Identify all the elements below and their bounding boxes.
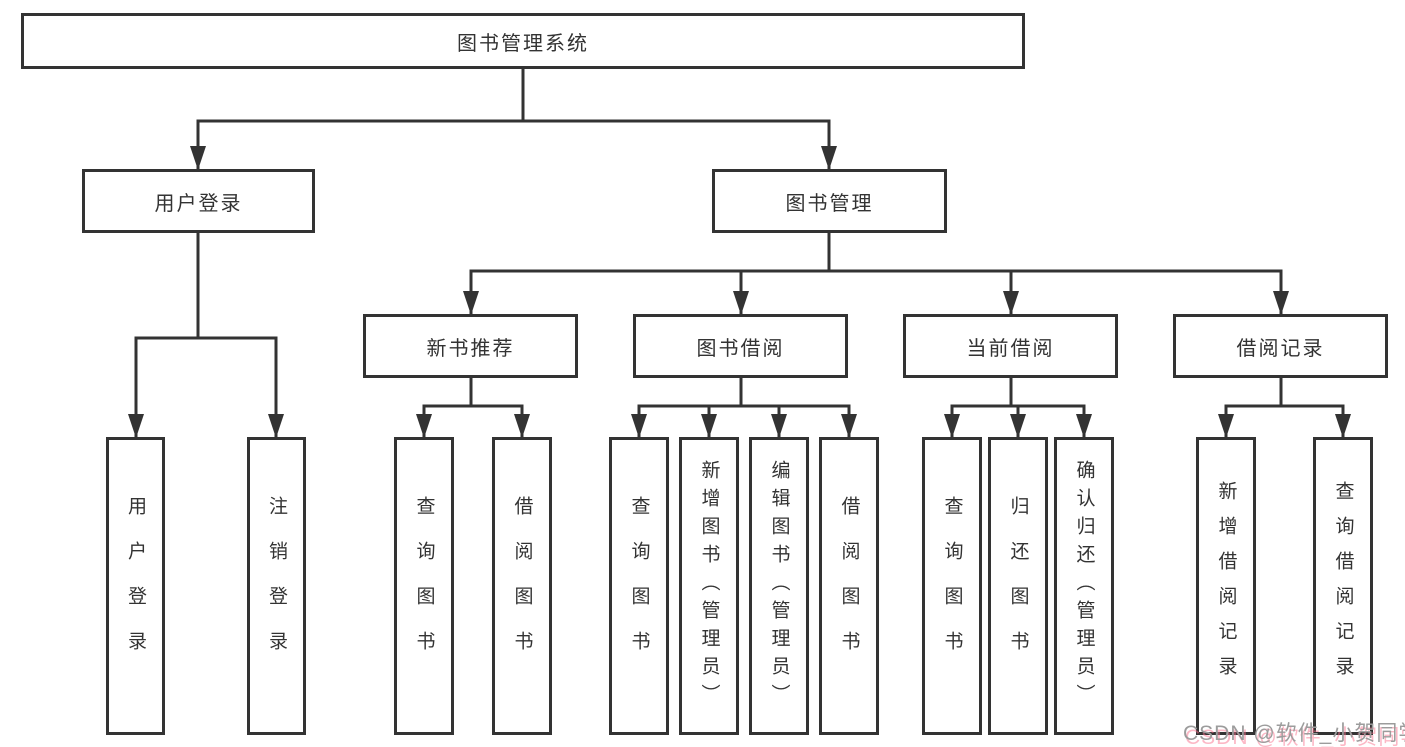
leaf-edit-book-admin: 编辑图书（管理员） bbox=[749, 437, 809, 735]
node-borrow-records: 借阅记录 bbox=[1173, 314, 1388, 378]
leaf-query-books-recommend: 查询图书 bbox=[394, 437, 454, 735]
leaf-add-book-admin: 新增图书（管理员） bbox=[679, 437, 739, 735]
node-user-login: 用户登录 bbox=[82, 169, 315, 233]
leaf-logout: 注销登录 bbox=[247, 437, 306, 735]
leaf-query-books-borrow: 查询图书 bbox=[609, 437, 669, 735]
node-book-borrow: 图书借阅 bbox=[633, 314, 848, 378]
node-new-book-recommend: 新书推荐 bbox=[363, 314, 578, 378]
leaf-query-books-current: 查询图书 bbox=[922, 437, 982, 735]
leaf-borrow-books-recommend: 借阅图书 bbox=[492, 437, 552, 735]
leaf-add-borrow-record: 新增借阅记录 bbox=[1196, 437, 1256, 735]
leaf-user-login: 用户登录 bbox=[106, 437, 165, 735]
watermark-text: CSDN @软件_小贺同学 bbox=[1183, 722, 1405, 745]
leaf-query-borrow-record: 查询借阅记录 bbox=[1313, 437, 1373, 735]
node-root: 图书管理系统 bbox=[21, 13, 1025, 69]
node-current-borrow: 当前借阅 bbox=[903, 314, 1118, 378]
node-book-management: 图书管理 bbox=[712, 169, 947, 233]
leaf-confirm-return-admin: 确认归还（管理员） bbox=[1054, 437, 1114, 735]
leaf-borrow-books: 借阅图书 bbox=[819, 437, 879, 735]
leaf-return-books: 归还图书 bbox=[988, 437, 1048, 735]
